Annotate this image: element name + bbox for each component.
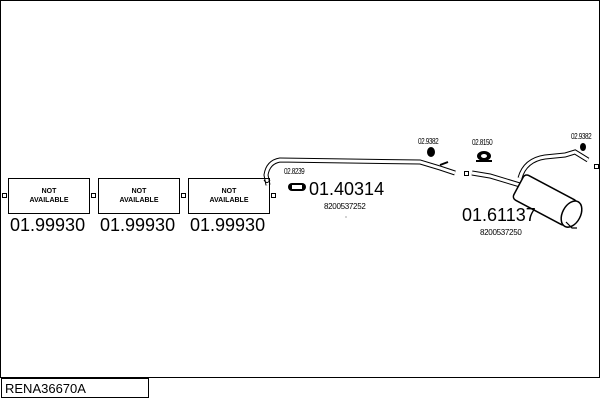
rear-silencer xyxy=(512,174,583,228)
accessory-label: 02.9382 xyxy=(418,137,439,146)
connector-marker xyxy=(594,164,599,169)
connector-marker xyxy=(181,193,186,198)
part-number: 01.99930 xyxy=(190,215,266,235)
not-available-box: NOT AVAILABLE xyxy=(188,178,270,214)
not-available-line2: AVAILABLE xyxy=(29,197,69,204)
not-available-line1: NOT xyxy=(131,188,147,195)
not-available-line2: AVAILABLE xyxy=(119,197,159,204)
not-available-box: NOT AVAILABLE xyxy=(8,178,90,214)
accessory-label: 02.8239 xyxy=(284,167,305,176)
not-available-line1: NOT xyxy=(221,188,237,195)
pipe-clamp xyxy=(439,161,449,166)
reference-code: RENA36670A xyxy=(1,378,149,398)
part-number: 01.99930 xyxy=(100,215,176,235)
not-available-box: NOT AVAILABLE xyxy=(98,178,180,214)
oe-number: 8200537250 xyxy=(480,228,522,237)
oe-number: 8200537252 xyxy=(324,202,366,211)
not-available-line1: NOT xyxy=(41,188,57,195)
part-number: 01.40314 xyxy=(309,179,385,199)
connector-marker xyxy=(91,193,96,198)
mounting-ring-icon xyxy=(476,151,492,162)
accessory-label: 02.9382 xyxy=(571,132,592,141)
connector-marker xyxy=(464,171,469,176)
accessory-label: 02.8150 xyxy=(472,138,493,147)
part-number: 01.99930 xyxy=(10,215,86,235)
not-available-line2: AVAILABLE xyxy=(209,197,249,204)
rubber-hanger-icon xyxy=(580,143,586,151)
clamp-icon xyxy=(288,183,306,191)
connector-marker xyxy=(271,193,276,198)
connector-marker xyxy=(2,193,7,198)
rubber-hanger-icon xyxy=(427,147,435,157)
part-number: 01.61137 xyxy=(462,205,536,225)
